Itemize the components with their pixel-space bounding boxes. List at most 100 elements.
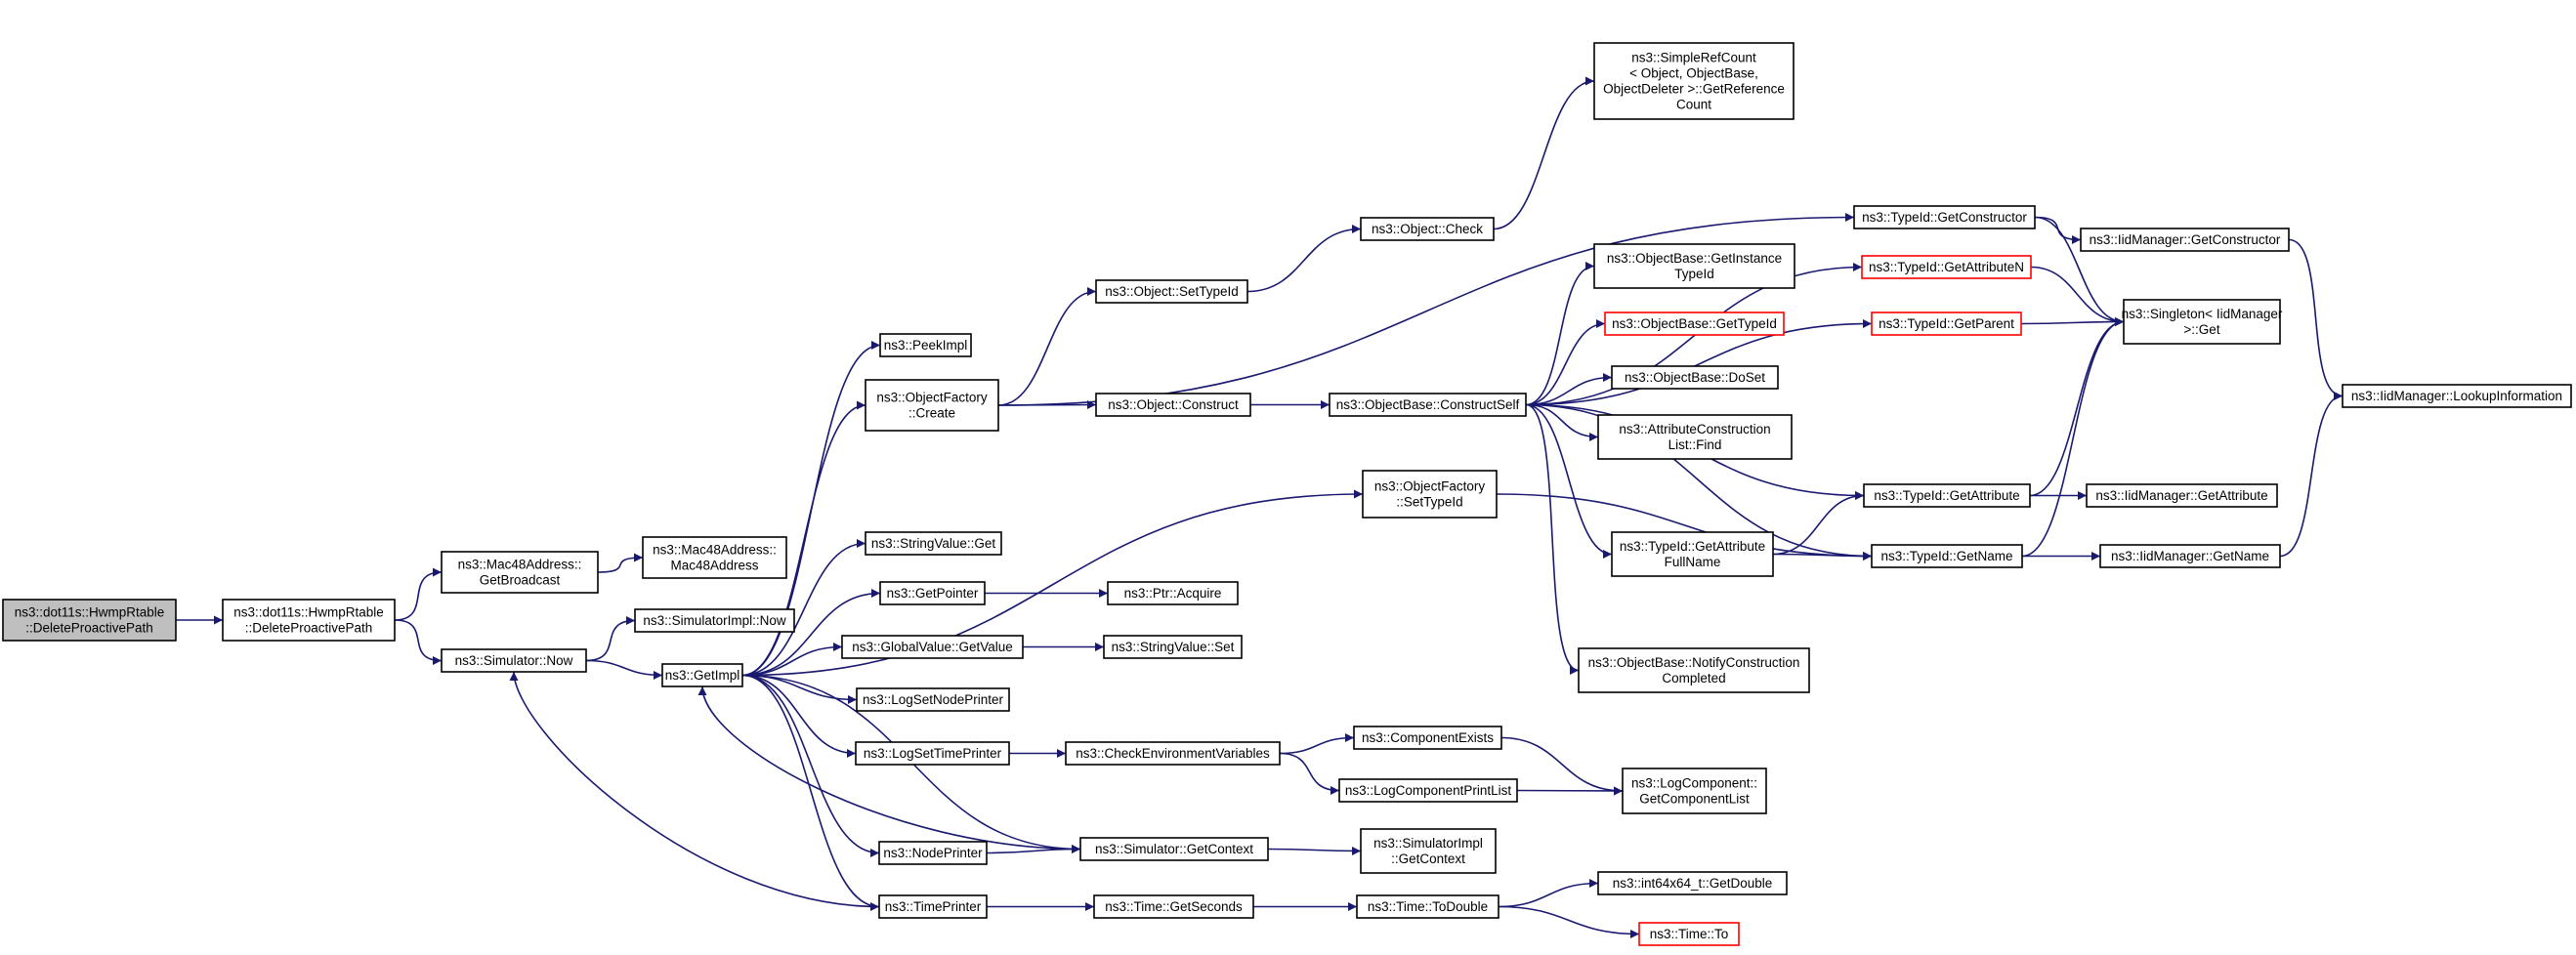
graph-node-simimpl_now[interactable]: ns3::SimulatorImpl::Now — [634, 608, 795, 633]
node-label: ns3::TypeId::GetAttributeN — [1869, 260, 2024, 274]
node-box — [222, 599, 396, 642]
node-label: ns3::StringValue::Get — [871, 536, 996, 551]
graph-node-mac_gb[interactable]: ns3::Mac48Address::GetBroadcast — [441, 551, 599, 594]
node-box — [865, 379, 999, 432]
graph-node-iid_lookupinfo[interactable]: ns3::IidManager::LookupInformation — [2342, 384, 2572, 408]
graph-node-strval_get[interactable]: ns3::StringValue::Get — [865, 531, 1002, 556]
graph-node-ptr_acquire[interactable]: ns3::Ptr::Acquire — [1107, 581, 1239, 605]
graph-node-simplerefcount[interactable]: ns3::SimpleRefCount< Object, ObjectBase,… — [1593, 42, 1795, 120]
call-edge-sim_getctx-to-simimpl_getctx — [1267, 846, 1362, 855]
graph-node-lognodeprinter[interactable]: ns3::LogSetNodePrinter — [856, 687, 1010, 712]
graph-node-tid_getparent[interactable]: ns3::TypeId::GetParent — [1871, 311, 2022, 336]
node-label: FullName — [1665, 555, 1721, 569]
node-box — [1597, 414, 1793, 460]
graph-node-simimpl_getctx[interactable]: ns3::SimulatorImpl::GetContext — [1360, 828, 1497, 874]
node-label: ns3::StringValue::Set — [1112, 640, 1235, 654]
node-label: ::Create — [908, 405, 955, 420]
call-edge-of_settypeid-to-tid_getname — [1496, 493, 1873, 561]
edge-layer — [176, 76, 2344, 938]
graph-node-mac_ctor[interactable]: ns3::Mac48Address::Mac48Address — [642, 536, 787, 579]
node-label: ns3::TypeId::GetAttribute — [1620, 539, 1765, 554]
graph-node-ob_doset[interactable]: ns3::ObjectBase::DoSet — [1611, 365, 1779, 390]
graph-node-hwmp_dpp[interactable]: ns3::dot11s::HwmpRtable::DeleteProactive… — [222, 599, 396, 642]
node-label: ns3::ObjectBase::NotifyConstruction — [1588, 655, 1800, 670]
call-edge-hwmp_dpp-to-mac_gb — [394, 567, 443, 621]
graph-node-tid_getname[interactable]: ns3::TypeId::GetName — [1871, 544, 2023, 568]
node-box — [1611, 531, 1774, 577]
graph-node-int64_getdouble[interactable]: ns3::int64x64_t::GetDouble — [1597, 871, 1788, 895]
node-box — [2099, 544, 2281, 568]
graph-node-of_settypeid[interactable]: ns3::ObjectFactory::SetTypeId — [1362, 470, 1498, 519]
node-label: GetBroadcast — [480, 572, 561, 587]
graph-node-time_to[interactable]: ns3::Time::To — [1638, 922, 1740, 946]
call-edge-tid_getparent-to-singleton_get — [2020, 317, 2125, 327]
graph-node-logcompprintlist[interactable]: ns3::LogComponentPrintList — [1338, 778, 1518, 803]
graph-node-ob_constructself[interactable]: ns3::ObjectBase::ConstructSelf — [1329, 393, 1527, 417]
graph-node-singleton_get[interactable]: ns3::Singleton< IidManager>::Get — [2122, 299, 2283, 345]
node-box — [1079, 837, 1269, 861]
graph-node-tid_getconstructor[interactable]: ns3::TypeId::GetConstructor — [1853, 205, 2036, 229]
call-edge-mac_gb-to-mac_ctor — [597, 553, 644, 573]
call-edge-ob_constructself-to-tid_getattrfullname — [1525, 403, 1613, 559]
node-label: ns3::LogSetNodePrinter — [863, 692, 1004, 707]
node-label: ns3::TypeId::GetParent — [1879, 316, 2014, 331]
graph-node-iid_getattribute[interactable]: ns3::IidManager::GetAttribute — [2086, 483, 2278, 508]
graph-node-compexists[interactable]: ns3::ComponentExists — [1353, 726, 1502, 750]
graph-node-peekimpl[interactable]: ns3::PeekImpl — [879, 333, 972, 357]
call-edge-tid_getattribute-to-singleton_get — [2029, 317, 2125, 497]
graph-node-tid_getattribute[interactable]: ns3::TypeId::GetAttribute — [1863, 483, 2031, 508]
call-edge-tid_getname-to-singleton_get — [2021, 317, 2125, 558]
node-box — [856, 687, 1010, 712]
graph-node-time_getsec[interactable]: ns3::Time::GetSeconds — [1093, 894, 1254, 919]
node-box — [2080, 228, 2290, 252]
graph-node-getpointer[interactable]: ns3::GetPointer — [879, 581, 986, 605]
graph-node-checkenv[interactable]: ns3::CheckEnvironmentVariables — [1065, 741, 1281, 766]
call-edge-ob_constructself-to-ob_gettypeid — [1525, 319, 1606, 406]
graph-node-of_create[interactable]: ns3::ObjectFactory::Create — [865, 379, 999, 432]
graph-node-iid_getconstructor[interactable]: ns3::IidManager::GetConstructor — [2080, 228, 2290, 252]
call-edge-iid_getconstructor-to-iid_lookupinfo — [2288, 238, 2344, 400]
graph-node-iid_getname[interactable]: ns3::IidManager::GetName — [2099, 544, 2281, 568]
node-box — [2342, 384, 2572, 408]
node-label: ns3::Simulator::Now — [455, 653, 573, 668]
node-label: ns3::ComponentExists — [1362, 730, 1494, 745]
graph-node-ob_notifyconstruction[interactable]: ns3::ObjectBase::NotifyConstructionCompl… — [1578, 647, 1810, 693]
graph-node-sim_now[interactable]: ns3::Simulator::Now — [441, 648, 587, 673]
node-label: ns3::TimePrinter — [885, 899, 982, 914]
graph-node-nodeprinter[interactable]: ns3::NodePrinter — [878, 841, 988, 865]
graph-node-root[interactable]: ns3::dot11s::HwmpRtable::DeleteProactive… — [2, 599, 177, 642]
graph-node-logcomp_getlist[interactable]: ns3::LogComponent::GetComponentList — [1622, 768, 1767, 814]
call-edge-ob_constructself-to-tid_getparent — [1525, 319, 1873, 406]
graph-node-tid_getattributen[interactable]: ns3::TypeId::GetAttributeN — [1861, 255, 2032, 279]
node-label: ns3::dot11s::HwmpRtable — [15, 604, 165, 619]
graph-node-getimpl[interactable]: ns3::GetImpl — [661, 663, 743, 687]
graph-node-time_todouble[interactable]: ns3::Time::ToDouble — [1356, 894, 1499, 919]
node-label: < Object, ObjectBase, — [1629, 65, 1758, 80]
call-edge-tid_getattrfullname-to-tid_getname — [1772, 551, 1873, 561]
node-box — [1871, 544, 2023, 568]
graph-node-ob_gettypeid[interactable]: ns3::ObjectBase::GetTypeId — [1604, 311, 1785, 336]
call-edge-timeprinter-to-sim_now — [509, 671, 880, 908]
call-edge-getimpl-to-gv_getvalue — [741, 643, 843, 677]
node-box — [1597, 871, 1788, 895]
graph-node-strval_set[interactable]: ns3::StringValue::Set — [1103, 635, 1243, 659]
node-box — [855, 741, 1010, 766]
node-label: ns3::IidManager::LookupInformation — [2351, 389, 2562, 403]
node-label: ns3::GetImpl — [665, 668, 740, 683]
graph-node-gv_getvalue[interactable]: ns3::GlobalValue::GetValue — [841, 635, 1024, 659]
graph-node-obj_settypeid[interactable]: ns3::Object::SetTypeId — [1095, 279, 1248, 304]
node-label: List::Find — [1668, 437, 1722, 452]
node-box — [1362, 470, 1498, 519]
node-box — [1356, 894, 1499, 919]
call-edge-obj_settypeid-to-obj_check — [1246, 225, 1362, 293]
graph-node-obj_construct[interactable]: ns3::Object::Construct — [1095, 393, 1251, 417]
graph-node-timeprinter[interactable]: ns3::TimePrinter — [878, 894, 988, 919]
graph-node-obj_check[interactable]: ns3::Object::Check — [1360, 217, 1495, 241]
graph-node-sim_getctx[interactable]: ns3::Simulator::GetContext — [1079, 837, 1269, 861]
node-label: ns3::Mac48Address:: — [458, 557, 582, 571]
graph-node-logtimeprinter[interactable]: ns3::LogSetTimePrinter — [855, 741, 1010, 766]
call-edge-getimpl-to-getpointer — [741, 589, 881, 677]
